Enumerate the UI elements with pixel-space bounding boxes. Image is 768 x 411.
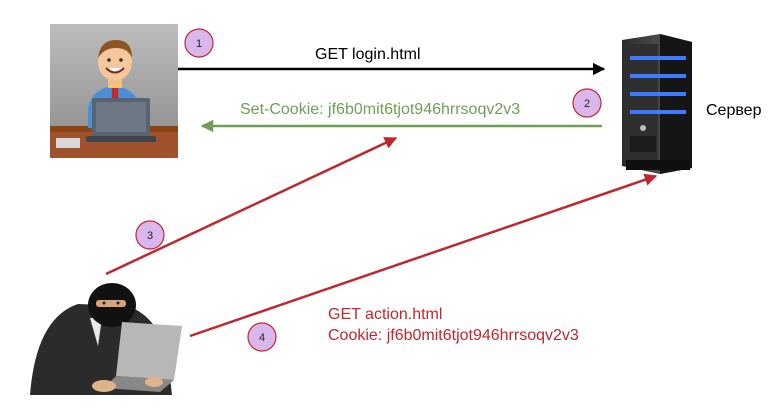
step-3-number: 3 <box>147 230 153 242</box>
step-3-badge: 3 <box>135 220 165 250</box>
server-tower-icon <box>622 34 692 174</box>
forged-request-arrow <box>189 173 658 338</box>
server-label: Сервер <box>706 102 762 119</box>
step-4-badge: 4 <box>247 322 277 352</box>
step-1-number: 1 <box>196 38 202 50</box>
step-2-label: Set-Cookie: jf6b0mit6tjot946hrrsoqv2v3 <box>240 101 520 118</box>
step-4-number: 4 <box>259 332 265 344</box>
sniff-cookie-arrow <box>105 136 398 276</box>
step-2-number: 2 <box>584 98 590 110</box>
step-2-badge: 2 <box>572 88 602 118</box>
hooded-hacker-icon <box>30 283 182 395</box>
step-1-badge: 1 <box>184 28 214 58</box>
office-user-icon <box>50 24 178 158</box>
step-4-label-line-2: Cookie: jf6b0mit6tjot946hrrsoqv2v3 <box>328 327 579 344</box>
step-4-label-line-1: GET action.html <box>328 306 442 323</box>
step-1-label: GET login.html <box>315 46 421 63</box>
